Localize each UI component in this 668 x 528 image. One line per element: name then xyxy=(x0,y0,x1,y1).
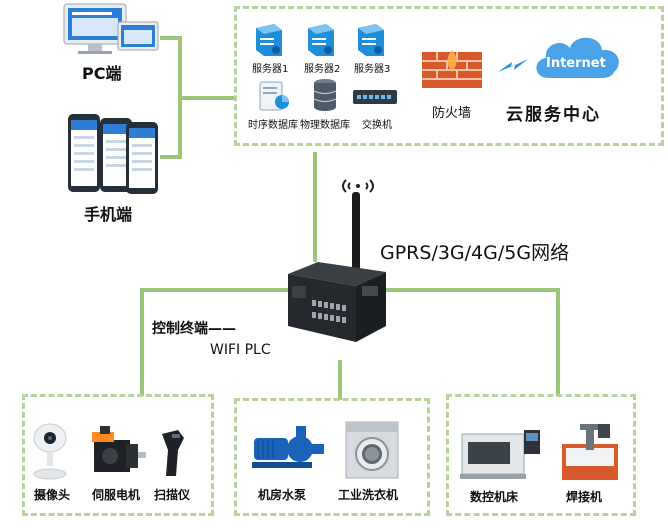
server-label-2: 服务器2 xyxy=(304,64,341,75)
device-label-welder: 焊接机 xyxy=(566,490,603,504)
connector-cloud-controller xyxy=(313,152,317,262)
device-group-left xyxy=(22,394,214,516)
firewall-label: 防火墙 xyxy=(432,106,472,121)
internet-cloud-icon xyxy=(530,30,626,82)
connector-pc xyxy=(160,36,182,40)
controller-line1: 控制终端—— xyxy=(152,321,236,337)
cnc-machine-icon xyxy=(458,424,542,480)
pc-client-image xyxy=(60,2,160,56)
cloud-service-box xyxy=(234,6,664,146)
switch-icon xyxy=(352,88,398,106)
switch-label: 交换机 xyxy=(362,120,392,131)
connector-clients-vertical xyxy=(178,36,182,158)
mobile-client-label: 手机端 xyxy=(84,205,133,224)
cloud-center-label: 云服务中心 xyxy=(506,105,601,125)
device-label-washer: 工业洗衣机 xyxy=(338,488,399,502)
server-icon-2 xyxy=(304,22,338,58)
device-label-servo: 伺服电机 xyxy=(92,488,141,502)
physical-db-icon xyxy=(312,78,338,112)
wifi-plc-image xyxy=(282,256,390,346)
internet-label: Internet xyxy=(546,56,606,71)
industrial-washer-icon xyxy=(342,418,402,480)
antenna-icon xyxy=(352,192,360,278)
lightning-icon xyxy=(496,56,530,76)
device-label-scanner: 扫描仪 xyxy=(154,488,191,502)
network-label: GPRS/3G/4G/5G网络 xyxy=(380,242,570,264)
device-group-right xyxy=(446,394,636,516)
signal-icon xyxy=(338,178,378,194)
device-label-camera: 摄像头 xyxy=(34,488,71,502)
pc-client-label: PC端 xyxy=(82,64,122,83)
camera-icon xyxy=(30,420,70,482)
server-icon-1 xyxy=(252,22,286,58)
server-label-3: 服务器3 xyxy=(354,64,391,75)
server-icon-3 xyxy=(354,22,388,58)
time-series-db-label: 时序数据库 xyxy=(248,120,298,131)
firewall-icon xyxy=(422,48,482,88)
device-label-pump: 机房水泵 xyxy=(258,488,307,502)
welding-machine-icon xyxy=(558,420,622,484)
time-series-db-icon xyxy=(258,80,290,112)
servo-motor-icon xyxy=(88,424,146,480)
mobile-client-image xyxy=(66,112,160,196)
connector-left-drop xyxy=(140,288,144,396)
device-group-center xyxy=(234,398,430,516)
server-label-1: 服务器1 xyxy=(252,64,289,75)
water-pump-icon xyxy=(248,422,324,472)
connector-clients-cloud xyxy=(182,96,237,100)
controller-line2: WIFI PLC xyxy=(210,342,271,358)
connector-right-drop xyxy=(556,288,560,396)
connector-center-drop xyxy=(338,360,342,400)
connector-mobile xyxy=(160,155,182,159)
physical-db-label: 物理数据库 xyxy=(300,120,350,131)
scanner-icon xyxy=(158,428,188,480)
device-label-cnc: 数控机床 xyxy=(470,490,519,504)
